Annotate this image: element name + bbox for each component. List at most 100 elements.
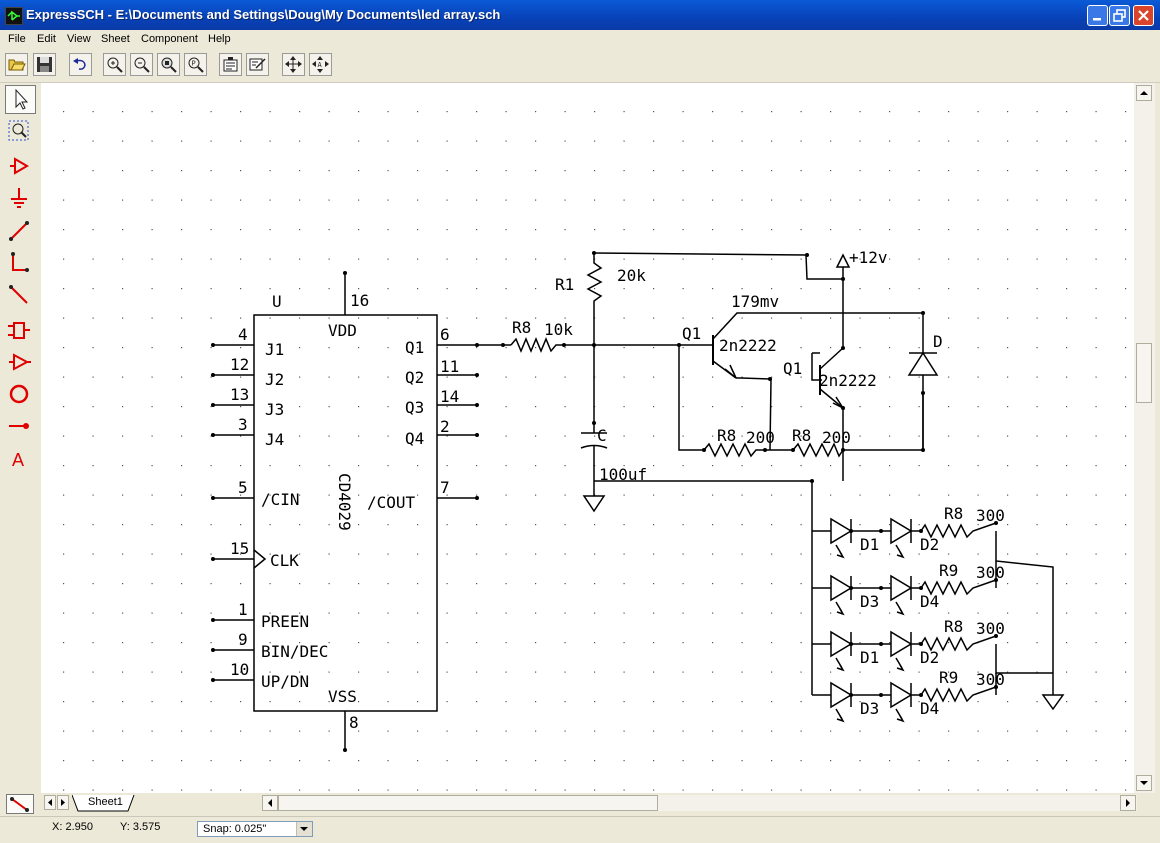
restore-button[interactable]: [1109, 5, 1130, 26]
ic-vss-label: VSS: [328, 687, 357, 706]
minimize-button[interactable]: [1087, 5, 1108, 26]
status-x: X: 2.950: [52, 821, 93, 833]
pin-name-j3: J3: [265, 400, 284, 419]
ic-vss-pin: 8: [349, 713, 359, 732]
res-label: R8: [944, 504, 963, 523]
window-title: ExpressSCH - E:\Documents and Settings\D…: [26, 7, 501, 22]
led2-label: D4: [920, 592, 939, 611]
junction-dot: [879, 529, 883, 533]
r8-10k-value: 10k: [544, 320, 573, 339]
junctions: [211, 251, 925, 752]
led1-label: D1: [860, 648, 879, 667]
junction-dot: [849, 693, 853, 697]
scroll-up-button[interactable]: [1136, 85, 1152, 101]
menu-help[interactable]: Help: [208, 33, 231, 45]
svg-text:A: A: [12, 450, 24, 470]
pin-name-q1: Q1: [405, 338, 424, 357]
pin-name-bindec: BIN/DEC: [261, 642, 328, 661]
snap-toggle-icon[interactable]: [6, 794, 34, 814]
vertical-scrollbar[interactable]: [1134, 83, 1155, 793]
r1-label: R1: [555, 275, 574, 294]
pin-icon[interactable]: [5, 413, 36, 442]
svg-text:A: A: [318, 61, 323, 69]
chevron-down-icon[interactable]: [296, 822, 312, 836]
sheet-tab-shape: [72, 794, 135, 812]
res-label: R9: [939, 668, 958, 687]
buffer-icon[interactable]: [5, 349, 36, 378]
horizontal-scroll-thumb[interactable]: [278, 795, 658, 811]
menu-view[interactable]: View: [67, 33, 91, 45]
tab-next-button[interactable]: [57, 795, 69, 810]
component-edit-icon[interactable]: [246, 53, 269, 76]
title-bar: ExpressSCH - E:\Documents and Settings\D…: [0, 0, 1160, 30]
properties-icon[interactable]: [219, 53, 242, 76]
ic-vdd-pin: 16: [350, 291, 369, 310]
pin-num-15: 15: [230, 539, 249, 558]
junction-dot: [919, 693, 923, 697]
res-value: 300: [976, 670, 1005, 689]
junction-dot: [919, 586, 923, 590]
close-button[interactable]: [1133, 5, 1154, 26]
horizontal-scrollbar[interactable]: [262, 795, 1137, 811]
scroll-down-button[interactable]: [1136, 775, 1152, 791]
pin-name-clk: CLK: [270, 551, 299, 570]
component-icon[interactable]: [5, 317, 36, 346]
vertical-scroll-thumb[interactable]: [1136, 343, 1152, 403]
res-value: 300: [976, 619, 1005, 638]
line-icon[interactable]: [5, 281, 36, 310]
zoom-in-icon[interactable]: [103, 53, 126, 76]
undo-icon[interactable]: [69, 53, 92, 76]
zoom-fit-icon[interactable]: P: [184, 53, 207, 76]
zoom-select-icon[interactable]: [5, 117, 36, 146]
menu-sheet[interactable]: Sheet: [101, 33, 130, 45]
pin-num-12: 12: [230, 355, 249, 374]
circle-icon[interactable]: [5, 381, 36, 410]
pin-name-cout: /COUT: [367, 493, 416, 512]
corner-wire-icon[interactable]: [5, 249, 36, 278]
open-icon[interactable]: [5, 53, 28, 76]
zoom-out-icon[interactable]: [130, 53, 153, 76]
toolbar: P A: [0, 50, 1160, 83]
move-icon[interactable]: A: [309, 53, 332, 76]
pin-name-q2: Q2: [405, 368, 424, 387]
ic-vdd-label: VDD: [328, 321, 357, 340]
wire-icon[interactable]: [5, 217, 36, 246]
cap-value: 100uf: [599, 465, 647, 484]
junction-dot: [994, 685, 998, 689]
save-icon[interactable]: [33, 53, 56, 76]
menu-component[interactable]: Component: [141, 33, 198, 45]
q1a-value: 2n2222: [719, 336, 777, 355]
pin-name-preen: PREEN: [261, 612, 309, 631]
text-icon[interactable]: A: [5, 445, 36, 474]
scroll-left-button[interactable]: [262, 795, 278, 811]
tab-prev-button[interactable]: [44, 795, 56, 810]
pin-name-cin: /CIN: [261, 490, 300, 509]
pan-icon[interactable]: [282, 53, 305, 76]
pin-name-updn: UP/DN: [261, 672, 309, 691]
select-icon[interactable]: [5, 85, 36, 114]
snap-value: Snap: 0.025": [203, 823, 267, 835]
junction-dot: [994, 578, 998, 582]
pin-num-11: 11: [440, 357, 459, 376]
r8-10k-label: R8: [512, 318, 531, 337]
part-icon[interactable]: [5, 153, 36, 182]
junction-dot: [849, 586, 853, 590]
tab-sheet1[interactable]: Sheet1: [88, 796, 123, 808]
menu-bar: File Edit View Sheet Component Help: [0, 30, 1160, 49]
ground-icon[interactable]: [5, 185, 36, 214]
pin-name-j4: J4: [265, 430, 284, 449]
junction-dot: [879, 693, 883, 697]
led1-label: D3: [860, 592, 879, 611]
ic-name: CD4029: [335, 473, 354, 531]
snap-select[interactable]: Snap: 0.025": [197, 821, 313, 837]
scroll-right-button[interactable]: [1120, 795, 1136, 811]
led2-label: D2: [920, 535, 939, 554]
zoom-area-icon[interactable]: [157, 53, 180, 76]
menu-file[interactable]: File: [8, 33, 26, 45]
res-label: R8: [944, 617, 963, 636]
menu-edit[interactable]: Edit: [37, 33, 56, 45]
